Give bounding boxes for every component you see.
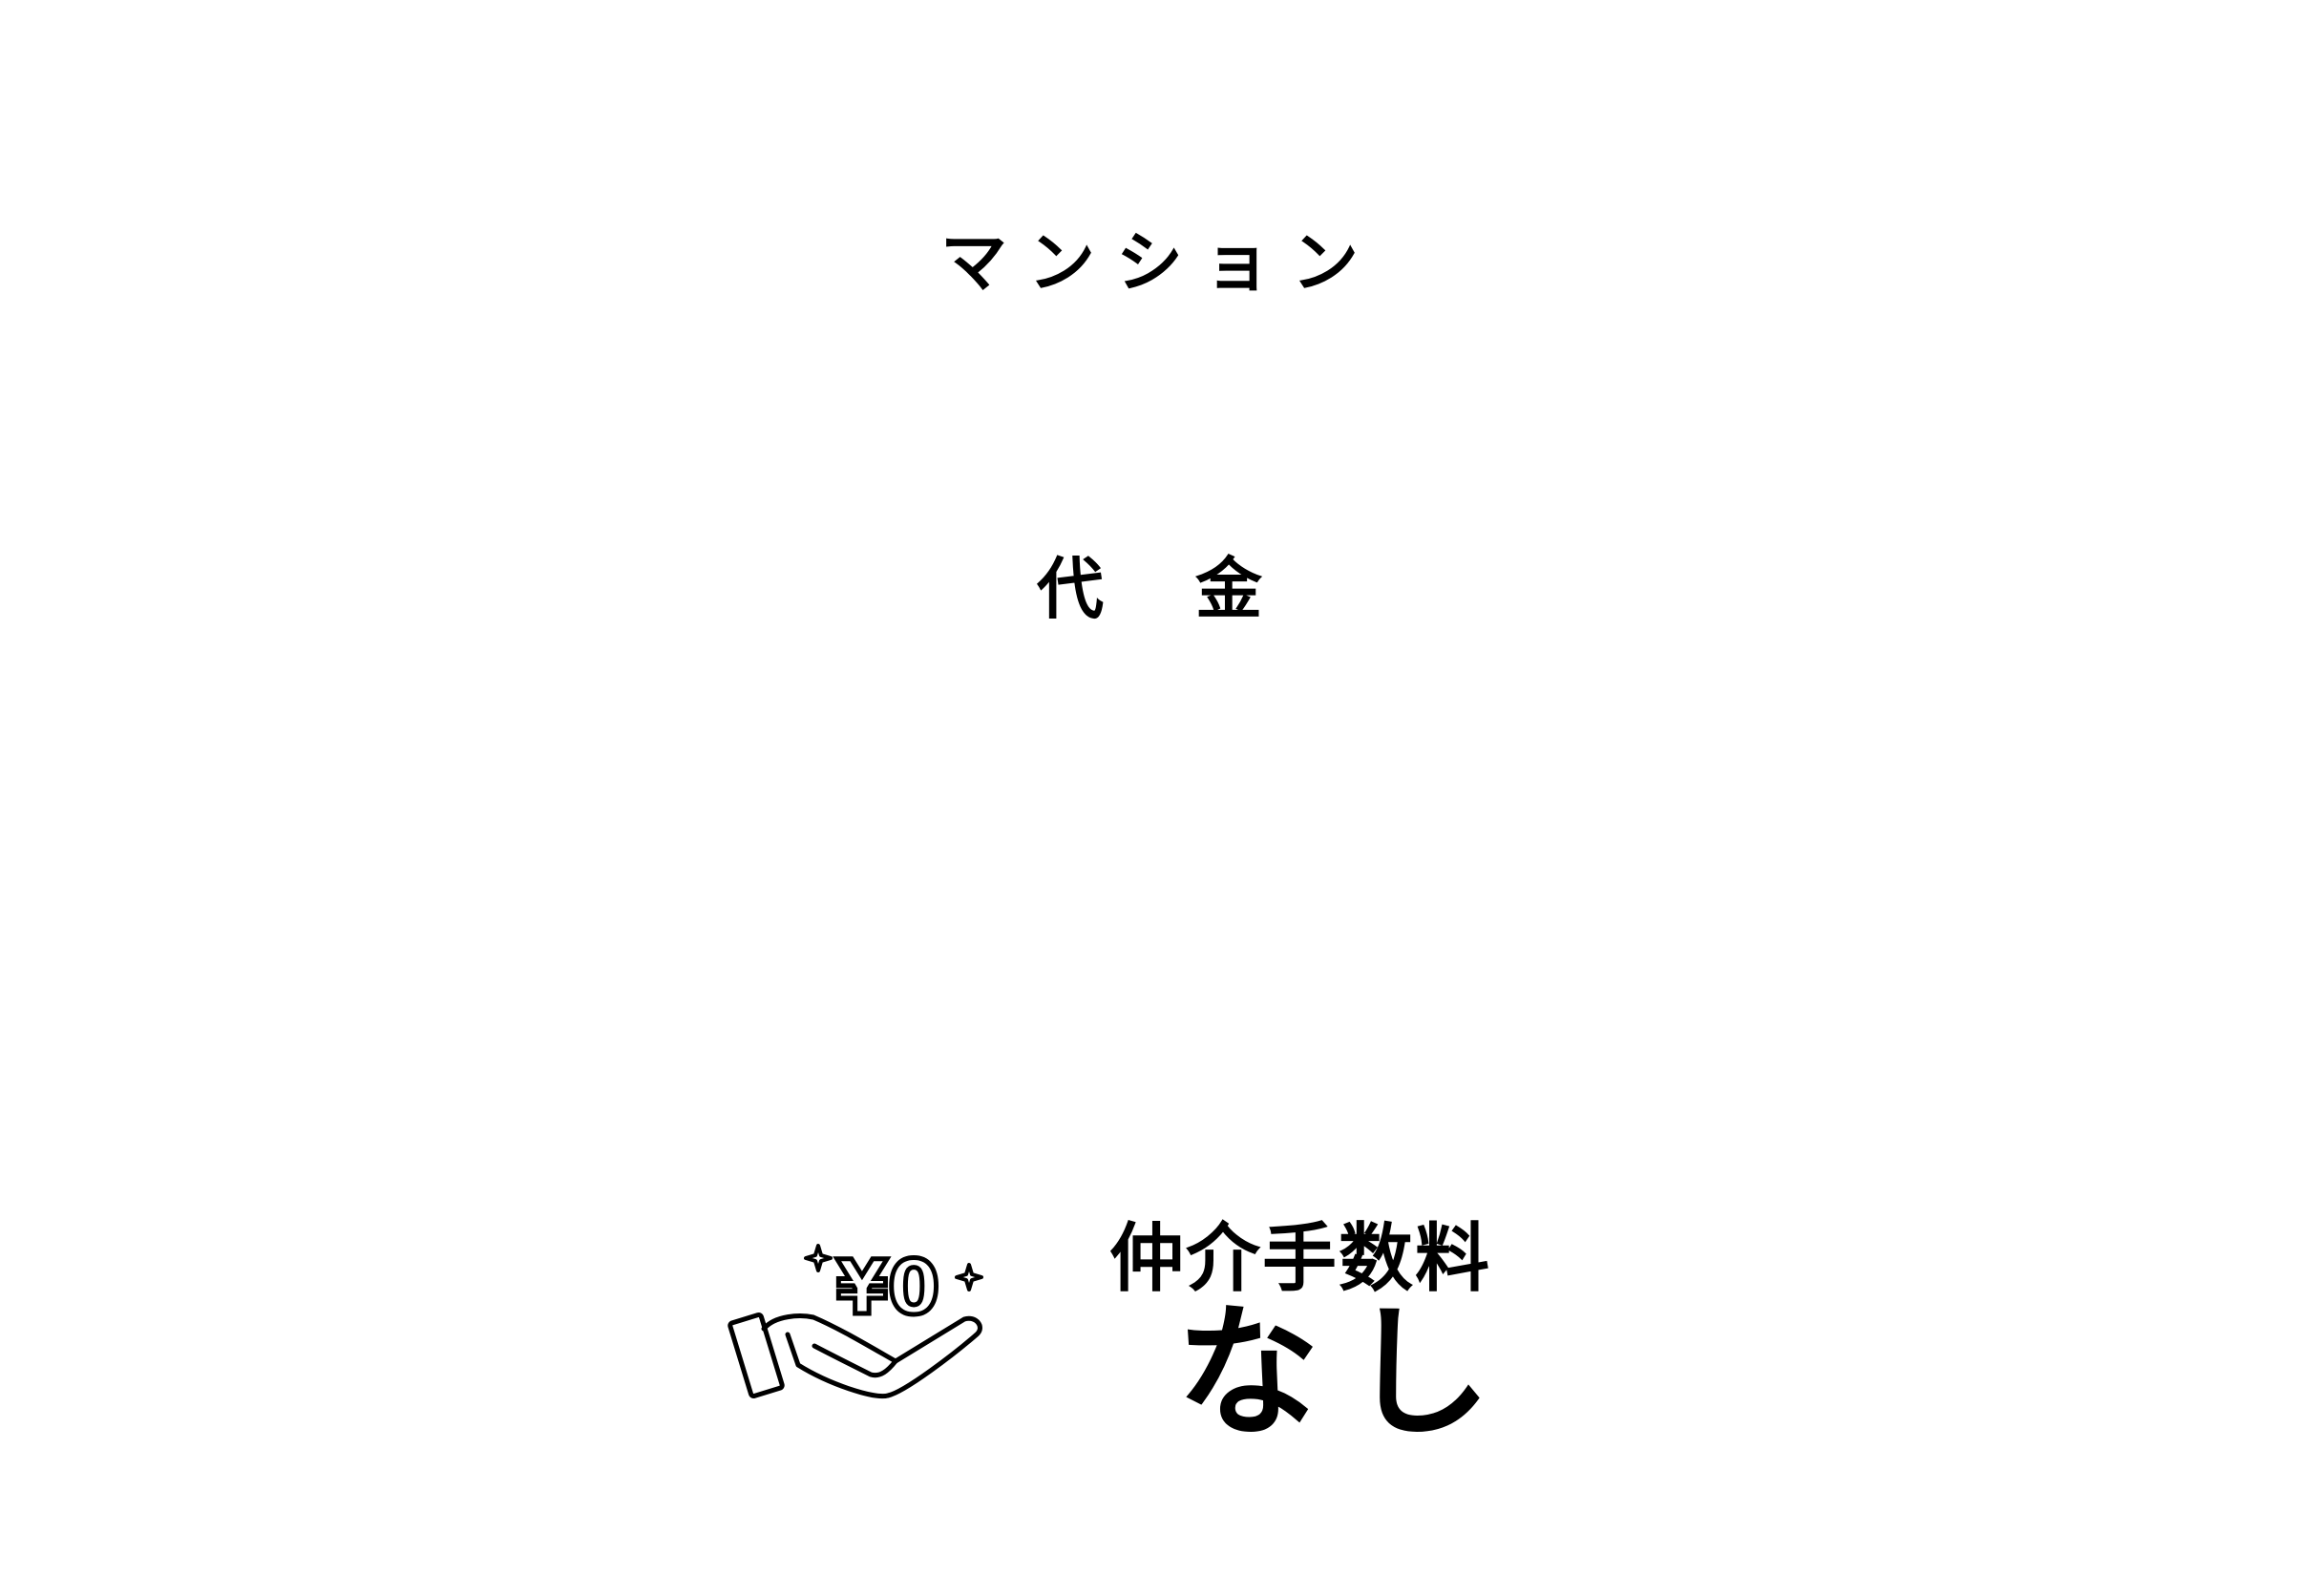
heading-line-2: 代金 bbox=[1037, 550, 1354, 628]
no-fee-promo: ¥0 仲介手数料 なし bbox=[726, 1222, 1518, 1451]
brokerage-fee-label: 仲介手数料 bbox=[1109, 1216, 1492, 1302]
brokerage-fee-value: なし bbox=[1176, 1291, 1521, 1457]
heading-line-1: マンション bbox=[940, 223, 1380, 302]
yen-zero-text: ¥0 bbox=[836, 1246, 940, 1332]
hand-yen-zero-icon: ¥0 bbox=[726, 1222, 983, 1413]
